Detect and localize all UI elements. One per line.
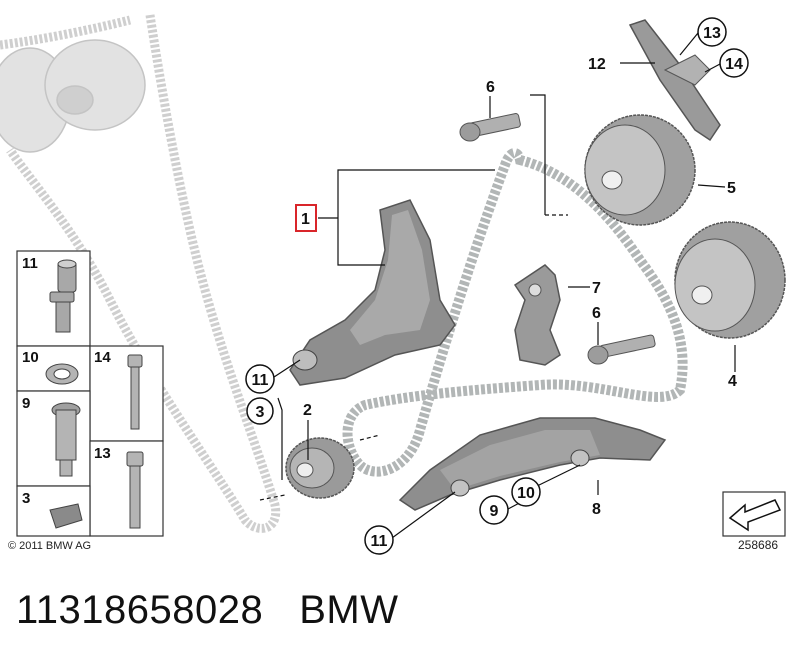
bolt-lower-part (587, 334, 656, 365)
callout-13-circle: 13 (697, 17, 727, 47)
parts-table: 11 10 14 9 13 3 (16, 250, 164, 537)
callout-8-label: 8 (592, 501, 601, 518)
svg-text:14: 14 (725, 56, 743, 73)
callout-11-lower-circle: 11 (364, 525, 394, 555)
exploded-parts-diagram: 1 6 12 5 7 6 4 2 8 13 14 11 3 10 9 11 (0, 14, 786, 555)
guide-rail-part (398, 417, 667, 511)
svg-text:3: 3 (256, 404, 265, 421)
callout-3-circle: 3 (246, 397, 274, 425)
callout-1-highlight-box (295, 204, 317, 232)
caption: 11318658028 BMW (16, 588, 399, 633)
tensioner-rail-part (289, 199, 456, 386)
svg-text:9: 9 (490, 503, 499, 520)
brand-label: BMW (299, 588, 399, 632)
table-cell-3-label: 3 (22, 490, 30, 507)
table-cell-9-label: 9 (22, 395, 30, 412)
callout-7-label: 7 (592, 280, 601, 297)
callout-5-label: 5 (727, 180, 736, 197)
callout-11-upper-circle: 11 (245, 364, 275, 394)
svg-text:11: 11 (252, 372, 269, 389)
bolt-14-drawing (127, 354, 143, 430)
bolt-9-drawing (51, 402, 81, 477)
bracket-part (513, 264, 561, 366)
callout-2-label: 2 (303, 402, 312, 419)
bolt-upper-part (459, 113, 521, 142)
callout-14-circle: 14 (719, 48, 749, 78)
camshaft-sprocket-lower-part (674, 221, 786, 339)
image-reference-number: 258686 (738, 538, 779, 552)
washer-drawing (45, 363, 79, 385)
crankshaft-sprocket-part (285, 437, 355, 499)
table-cell-11-label: 11 (22, 255, 38, 272)
callout-4-label: 4 (728, 373, 737, 390)
copyright-notice: © 2011 BMW AG (8, 540, 92, 552)
callout-6-lower-label: 6 (592, 305, 601, 322)
svg-text:10: 10 (517, 485, 535, 502)
table-cell-10-label: 10 (22, 349, 39, 366)
timing-chain (342, 148, 688, 477)
svg-text:11: 11 (371, 533, 388, 550)
callout-12-label: 12 (588, 56, 606, 73)
faded-timing-chain (0, 14, 281, 533)
leader-lines (259, 32, 736, 539)
pin-sleeve-drawing (49, 259, 77, 333)
woodruff-key-drawing (49, 503, 83, 529)
table-cell-13-label: 13 (94, 445, 111, 462)
table-cell-14-label: 14 (94, 349, 111, 366)
camshaft-sprocket-upper-part (584, 114, 696, 226)
callout-10-circle: 10 (511, 477, 541, 507)
callout-6-upper-label: 6 (486, 79, 495, 96)
faded-camshaft-assembly (0, 39, 146, 153)
part-number-label: 11318658028 (16, 588, 264, 632)
callout-1-label: 1 (301, 211, 310, 228)
callout-9-circle: 9 (479, 495, 509, 525)
svg-text:13: 13 (703, 25, 721, 42)
bolt-13-drawing (126, 451, 144, 529)
view-direction-arrow-icon (722, 491, 786, 537)
